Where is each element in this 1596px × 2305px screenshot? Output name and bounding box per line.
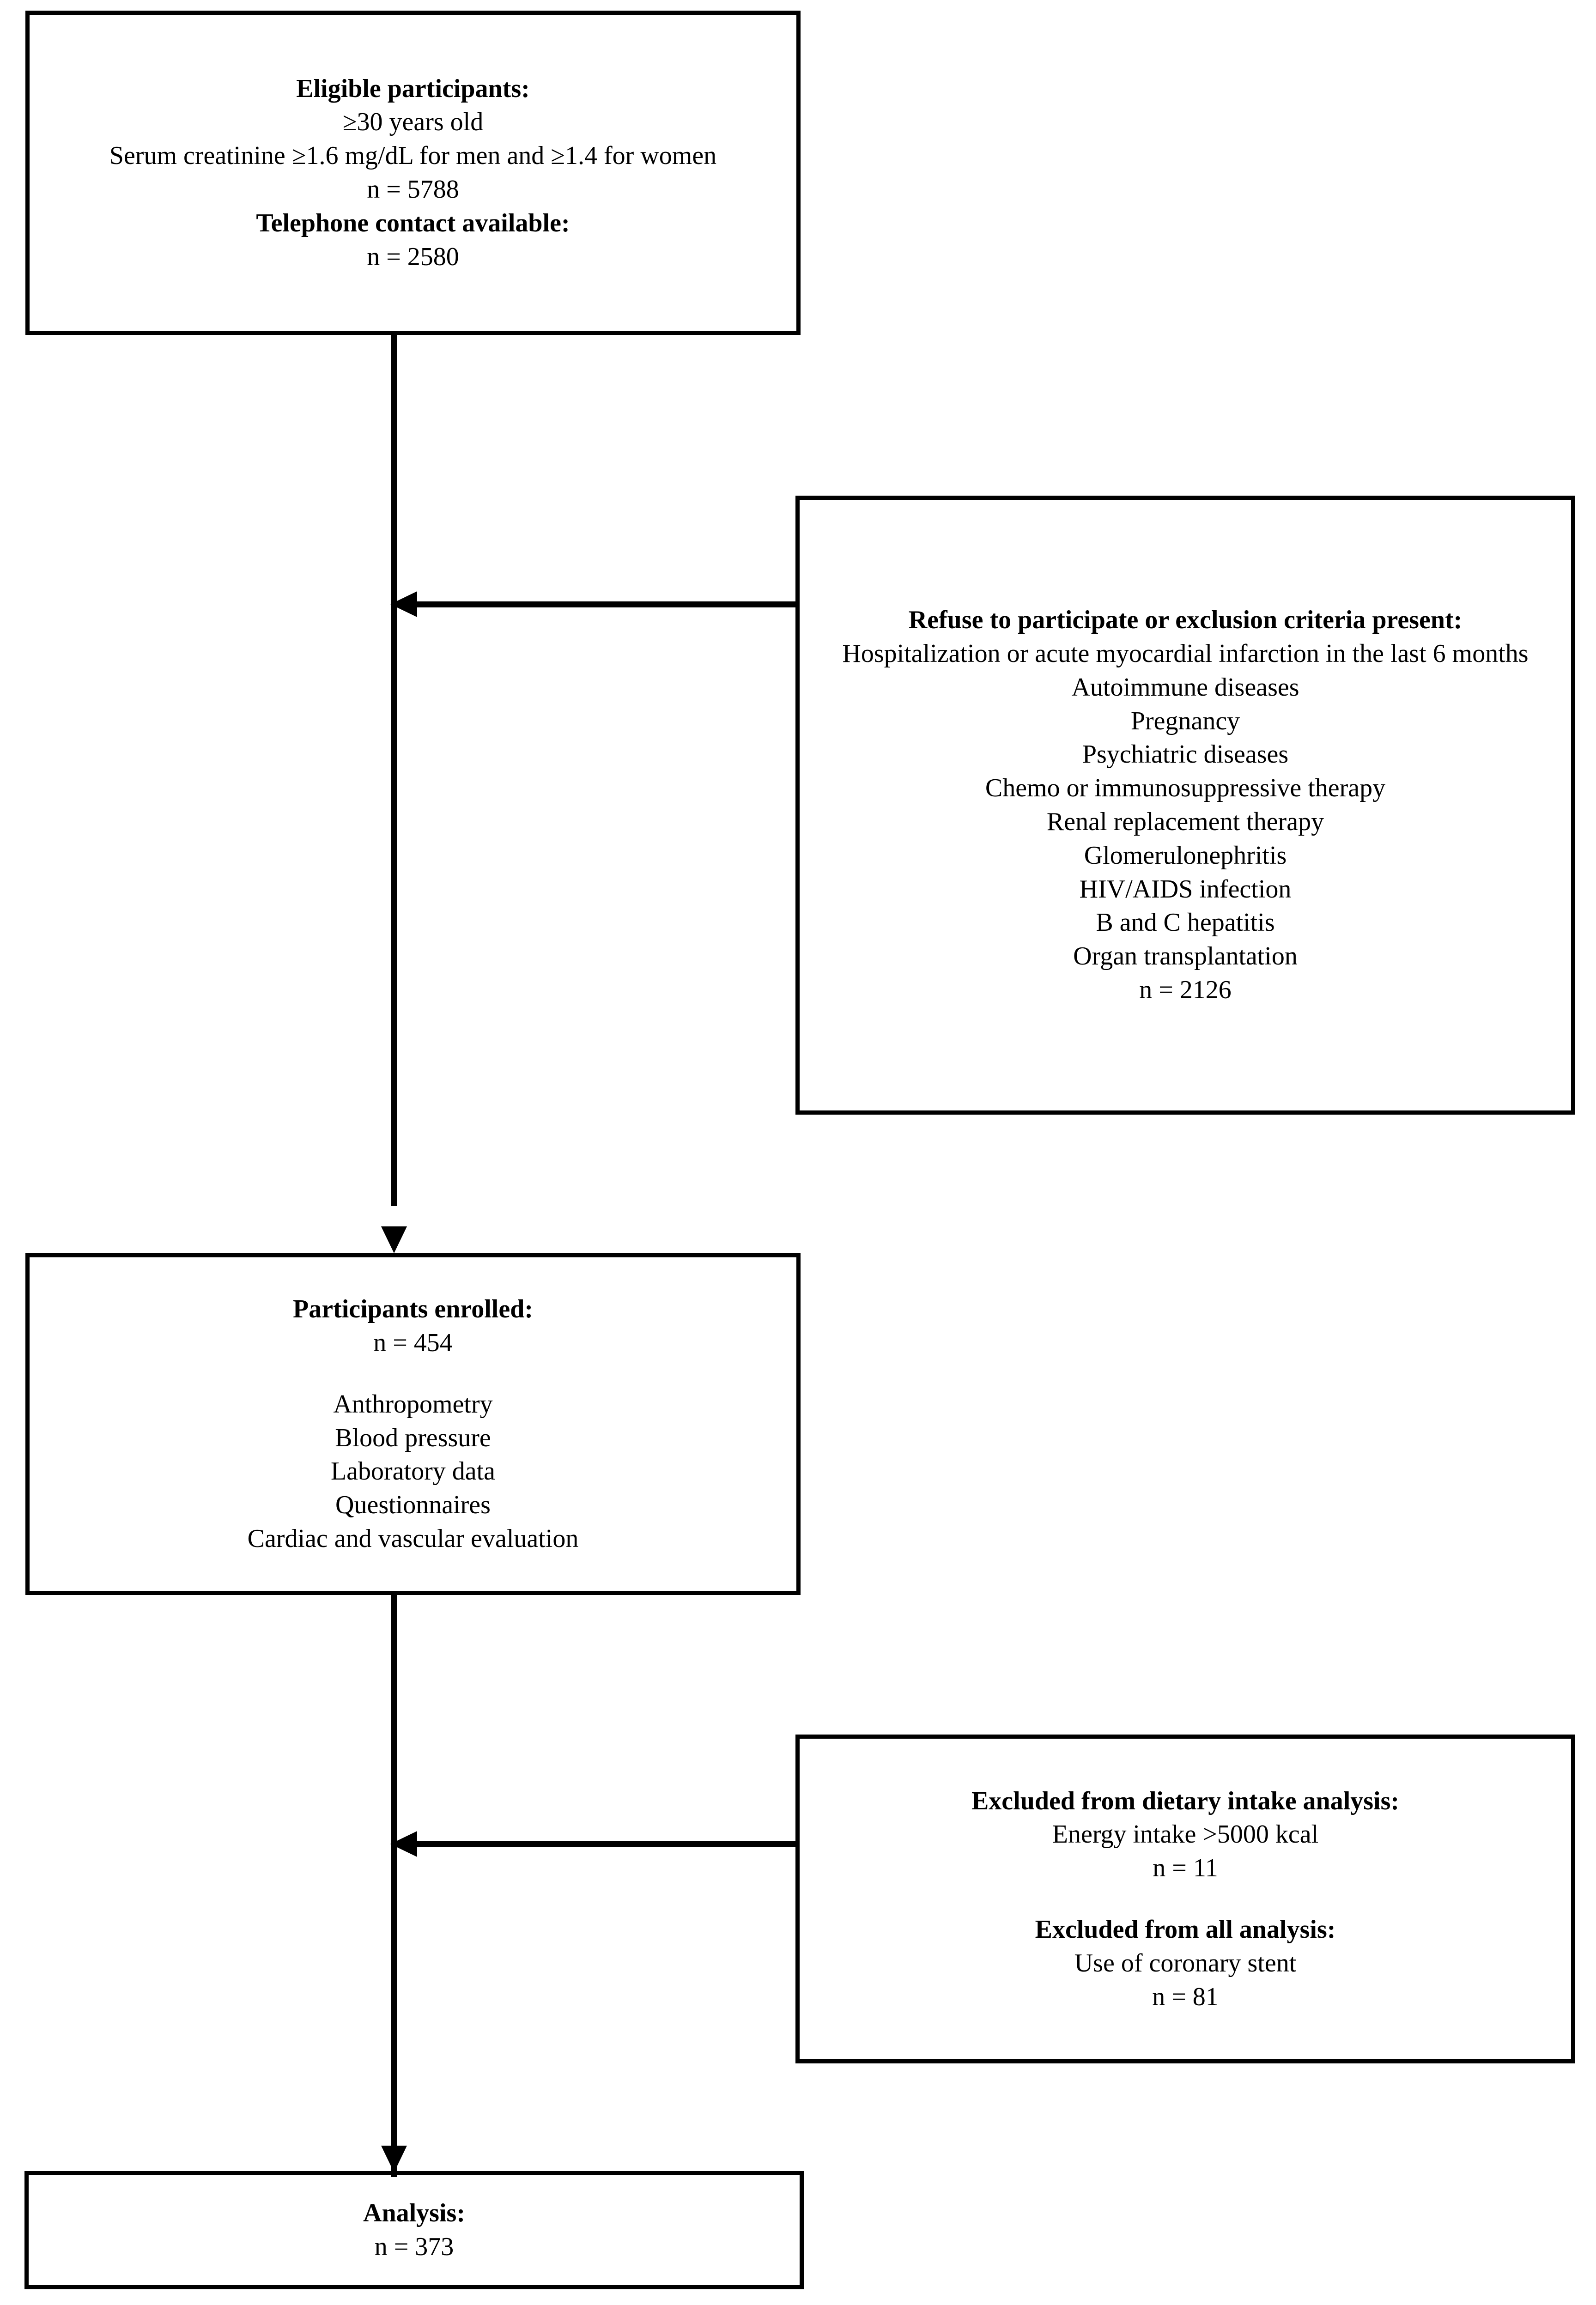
exclusion-hepatitis: B and C hepatitis (1096, 908, 1275, 937)
analysis-title: Analysis: (363, 2199, 465, 2228)
exclusion-chemo: Chemo or immunosuppressive therapy (985, 774, 1386, 803)
exclusion-autoimmune: Autoimmune diseases (1071, 673, 1299, 702)
enrolled-anthropometry: Anthropometry (333, 1389, 493, 1419)
connector-excluded-to-trunk (394, 1841, 799, 1847)
exclusion-title: Refuse to participate or exclusion crite… (908, 606, 1462, 635)
analysis-count: n = 373 (374, 2232, 454, 2261)
box-final-analysis: Analysis: n = 373 (24, 2171, 804, 2289)
excluded-diet-count: n = 11 (1153, 1854, 1218, 1883)
connector-eligible-to-enrolled (391, 334, 397, 1206)
box-eligible-participants: Eligible participants: ≥30 years old Ser… (25, 11, 801, 335)
box-exclusion-criteria: Refuse to participate or exclusion crite… (795, 496, 1575, 1115)
telephone-title: Telephone contact available: (256, 208, 570, 237)
exclusion-renal: Renal replacement therapy (1046, 807, 1324, 836)
telephone-count: n = 2580 (367, 242, 459, 271)
eligible-creatinine: Serum creatinine ≥1.6 mg/dL for men and … (109, 141, 717, 170)
eligible-age: ≥30 years old (342, 108, 484, 137)
enrolled-title: Participants enrolled: (292, 1295, 534, 1324)
exclusion-pregnancy: Pregnancy (1130, 706, 1240, 735)
enrolled-count: n = 454 (373, 1328, 453, 1357)
box-participants-enrolled: Participants enrolled: n = 454 Anthropom… (25, 1253, 801, 1595)
enrolled-laboratory: Laboratory data (330, 1457, 496, 1486)
exclusion-glomerulonephritis: Glomerulonephritis (1084, 841, 1287, 870)
excluded-diet-title: Excluded from dietary intake analysis: (971, 1786, 1400, 1815)
connector-exclusion-to-trunk (394, 601, 797, 607)
enrolled-cardiac: Cardiac and vascular evaluation (247, 1524, 579, 1553)
arrowhead-left-from-excluded-icon (390, 1831, 417, 1857)
exclusion-transplant: Organ transplantation (1073, 942, 1298, 971)
exclusion-hiv: HIV/AIDS infection (1079, 874, 1292, 904)
box-excluded-from-analysis: Excluded from dietary intake analysis: E… (795, 1735, 1575, 2063)
arrowhead-down-to-enrolled-icon (381, 1226, 407, 1253)
excluded-all-count: n = 81 (1152, 1982, 1219, 2011)
enrolled-questionnaires: Questionnaires (335, 1491, 491, 1520)
exclusion-hospitalization: Hospitalization or acute myocardial infa… (842, 639, 1529, 668)
eligible-count: n = 5788 (367, 175, 459, 204)
exclusion-count: n = 2126 (1139, 975, 1232, 1004)
excluded-diet-reason: Energy intake >5000 kcal (1052, 1820, 1319, 1849)
arrowhead-left-from-exclusion-icon (390, 591, 417, 617)
excluded-all-reason: Use of coronary stent (1074, 1948, 1297, 1977)
connector-enrolled-to-analysis (391, 1594, 397, 2177)
exclusion-psychiatric: Psychiatric diseases (1082, 740, 1289, 769)
enrolled-blood-pressure: Blood pressure (335, 1423, 491, 1452)
arrowhead-down-to-analysis-icon (381, 2146, 407, 2172)
excluded-all-title: Excluded from all analysis: (1035, 1915, 1336, 1944)
eligible-title: Eligible participants: (296, 74, 530, 103)
